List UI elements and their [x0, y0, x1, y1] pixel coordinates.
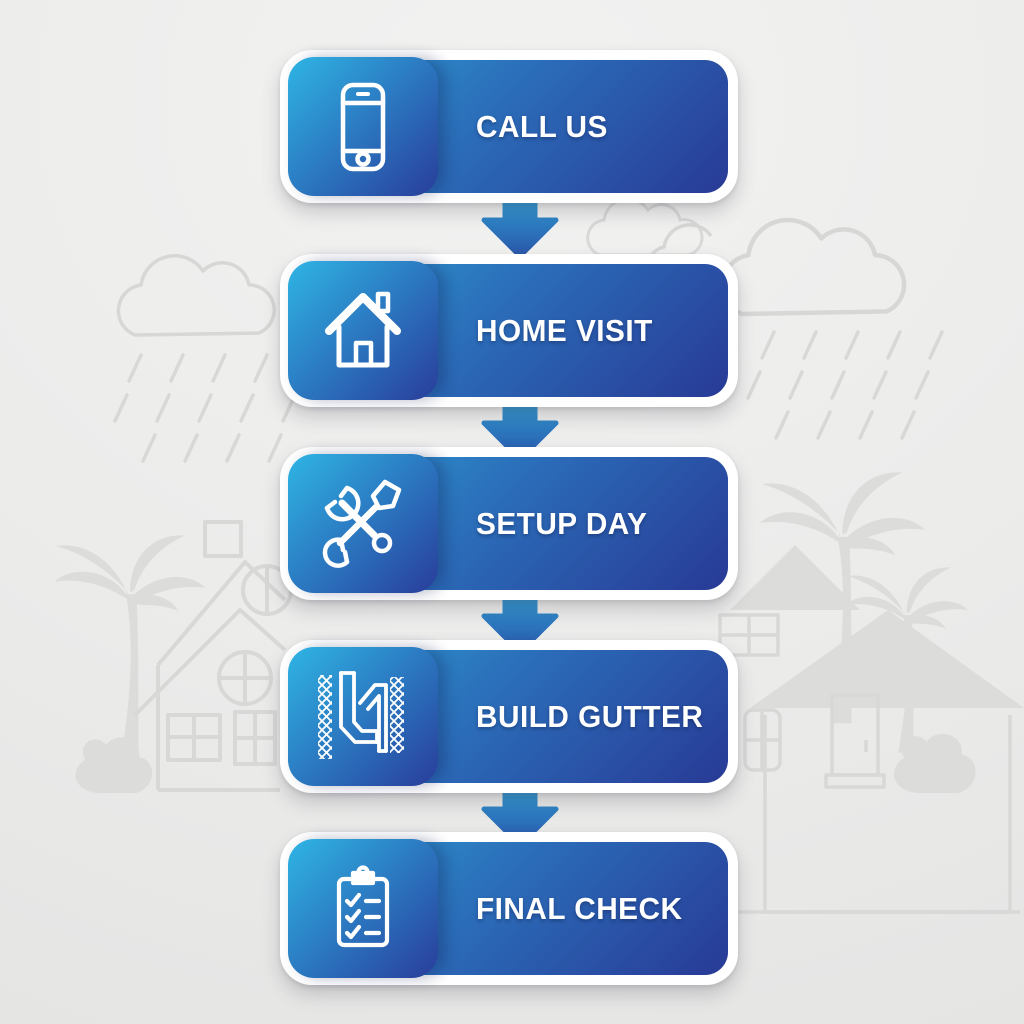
step-label: SETUP DAY [476, 505, 648, 541]
step-card-body: BUILD GUTTER [288, 647, 728, 786]
step-card-body: SETUP DAY [288, 454, 728, 593]
house-with-palm-left [54, 520, 293, 793]
step-label: BUILD GUTTER [476, 698, 704, 734]
step-card-body: CALL US [288, 57, 728, 196]
rain-cloud-left [116, 254, 276, 337]
step-card-body: HOME VISIT [288, 261, 728, 400]
house-icon [288, 261, 438, 400]
house-with-palms-right [710, 472, 1024, 914]
step-label: HOME VISIT [476, 312, 653, 348]
step-card-setup-day: SETUP DAY [280, 447, 738, 600]
step-card-final-check: FINAL CHECK [280, 832, 738, 985]
hammer-wrench-icon [288, 454, 438, 593]
step-card-call-us: CALL US [280, 50, 738, 203]
step-card-home-visit: HOME VISIT [280, 254, 738, 407]
step-label: FINAL CHECK [476, 890, 683, 926]
step-card-body: FINAL CHECK [288, 839, 728, 978]
step-card-build-gutter: BUILD GUTTER [280, 640, 738, 793]
cloud-center-small [586, 197, 704, 257]
checklist-clipboard-icon [288, 839, 438, 978]
gutter-downspout-icon [288, 647, 438, 786]
step-label: CALL US [476, 108, 608, 144]
down-arrow [481, 196, 559, 258]
smartphone-icon [288, 57, 438, 196]
